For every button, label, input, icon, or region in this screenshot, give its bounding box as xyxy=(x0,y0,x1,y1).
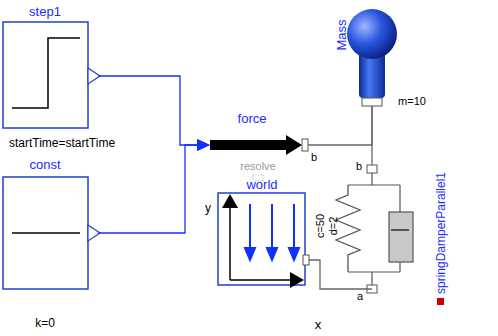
connector-label: resolve xyxy=(240,161,275,172)
block-node: const k=0 xyxy=(0,155,170,335)
frame-connector xyxy=(303,255,309,265)
parameter-text: d=2 xyxy=(328,217,339,236)
frame-connector xyxy=(362,98,382,106)
world-block xyxy=(218,193,305,285)
block-name: Mass xyxy=(335,19,348,50)
parameter-text: c=50 xyxy=(315,214,326,238)
connector-label: a xyxy=(357,291,363,302)
block-node: world xyxy=(200,175,325,290)
y-axis-arrow xyxy=(222,194,238,208)
block-name: step1 xyxy=(29,5,61,18)
connection-line xyxy=(98,145,197,233)
connection-line xyxy=(308,106,372,145)
block-name: const xyxy=(29,158,60,171)
step-curve xyxy=(12,38,80,108)
red-marker xyxy=(437,298,444,305)
frame-connector xyxy=(302,139,308,151)
block-name: springDamperParallel1 xyxy=(435,172,447,294)
force-arrow xyxy=(210,140,288,150)
axis-label: x xyxy=(315,318,322,331)
frame-connector xyxy=(367,165,377,173)
step-block xyxy=(3,22,88,128)
x-axis-arrow xyxy=(290,272,304,288)
mass-sphere xyxy=(347,9,397,59)
block-name: force xyxy=(238,112,267,125)
connector-label: b xyxy=(356,161,362,172)
force-arrow-head xyxy=(286,135,302,155)
parameter-text: k=0 xyxy=(35,317,55,329)
block-node: Mass m=10 xyxy=(330,3,435,110)
block-node: force xyxy=(195,105,315,155)
const-block xyxy=(3,177,88,289)
axis-label: y xyxy=(205,202,211,214)
parameter-text: startTime=startTime xyxy=(9,137,115,149)
parameter-text: m=10 xyxy=(398,96,426,107)
connector-label: b xyxy=(311,152,317,163)
block-node: step1 startTime=startTime xyxy=(0,0,170,155)
connection-line xyxy=(309,260,372,289)
const-curve xyxy=(12,232,80,234)
spring-symbol xyxy=(336,185,360,272)
gravity-arrows xyxy=(245,204,299,260)
block-name: world xyxy=(246,178,277,191)
damper-symbol xyxy=(389,212,413,262)
block-node: springDamperParallel1 c=50d=2 xyxy=(310,160,455,310)
connection-line xyxy=(371,106,372,165)
connection-line xyxy=(98,76,197,145)
